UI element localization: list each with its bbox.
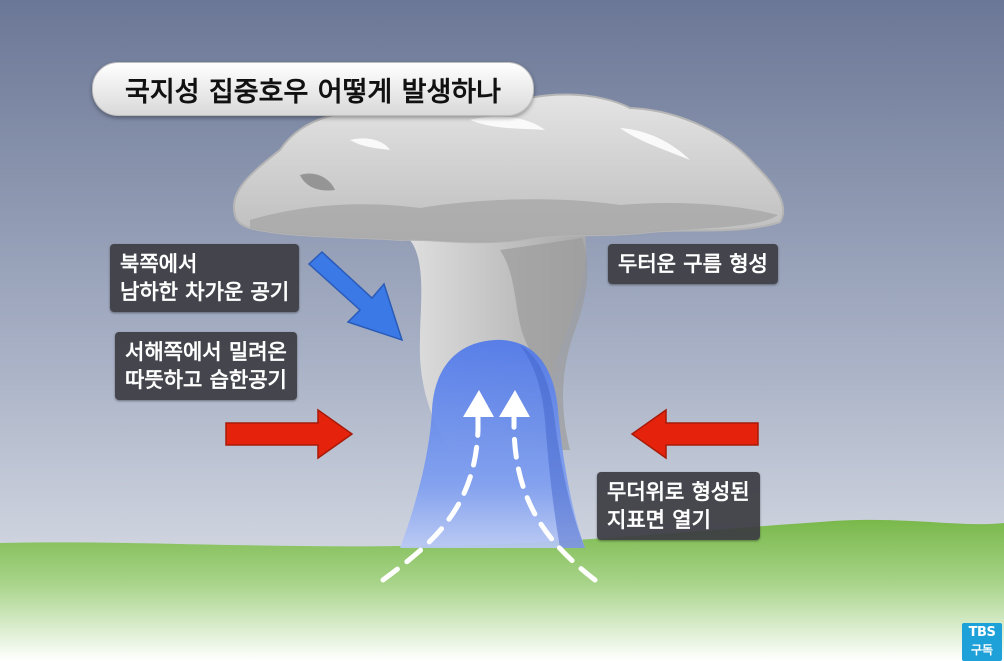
updraft-column-shade [520,345,585,548]
updraft-arrow-icon [499,390,530,417]
surface-heat-label-line: 지표면 열기 [607,508,711,532]
updraft-arrow-left [380,412,481,583]
cloud-inner-shadow [300,173,335,191]
cloud-highlight [350,116,690,160]
updraft-arrow-right [511,412,598,583]
warm-air-label-line: 따뜻하고 습한공기 [125,368,287,392]
cold-air-label-line: 북쪽에서 [120,252,198,276]
tbs-logo-text: TBS [968,625,996,640]
subscribe-text: 구독 [970,643,994,657]
cold-air-label-line: 남하한 차가운 공기 [120,280,290,304]
thick-cloud-label: 두터운 구름 형성 [608,244,778,284]
updraft-arrow-icon [463,390,494,417]
cloud-anvil-shade [250,199,778,243]
cold-air-label: 북쪽에서 남하한 차가운 공기 [110,244,300,312]
tbs-subscribe-logo[interactable]: TBS 구독 [962,623,1002,661]
cloud-stem-shadow [500,238,588,450]
surface-heat-label-line: 무더위로 형성된 [607,480,750,504]
page-title: 국지성 집중호우 어떻게 발생하나 [92,62,534,116]
warm-air-label-line: 서해쪽에서 밀려온 [125,340,287,364]
ground [0,519,1004,661]
thick-cloud-label-line: 두터운 구름 형성 [618,252,768,276]
cold-air-arrow-icon [307,250,404,342]
surface-heat-label: 무더위로 형성된 지표면 열기 [597,472,760,540]
warm-air-label: 서해쪽에서 밀려온 따뜻하고 습한공기 [115,332,297,400]
warm-air-arrow-icon [630,408,759,460]
warm-air-arrow-icon [225,408,354,460]
updraft-column [400,339,585,548]
